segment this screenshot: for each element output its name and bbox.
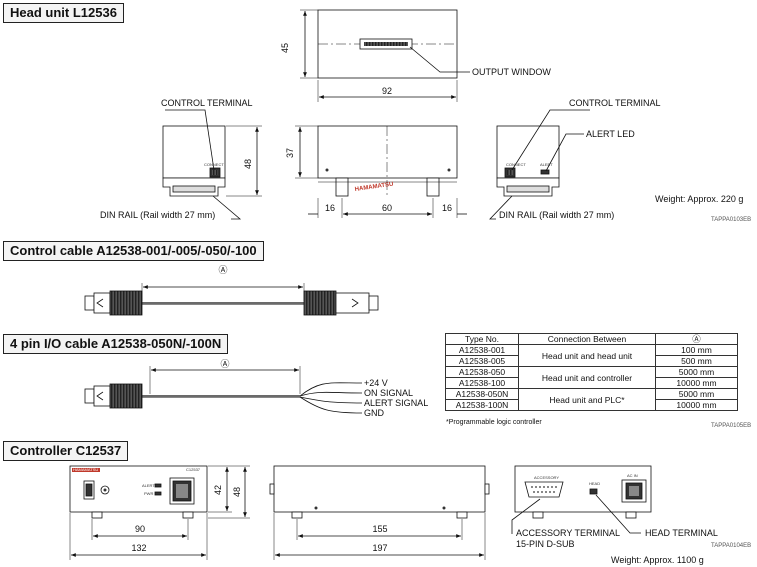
label-control-terminal-left: CONTROL TERMINAL [161, 98, 253, 108]
dim-head-left: 16 [325, 203, 335, 213]
section-title-io-cable: 4 pin I/O cable A12538-050N/-100N [3, 334, 229, 354]
controller-brand-strip [72, 468, 100, 472]
io-wire-on-signal: ON SIGNAL [364, 388, 413, 398]
dim-head-right: 16 [442, 203, 452, 213]
io-cable-length-marker: Ⓐ [220, 359, 229, 369]
controller-brand: HAMAMATSU [73, 467, 98, 472]
cell-type: A12538-100 [445, 377, 519, 389]
cell-length: 500 mm [655, 355, 738, 367]
label-dsub: 15-PIN D-SUB [516, 539, 575, 549]
section-title-control-cable: Control cable A12538-001/-005/-050/-100 [3, 241, 264, 261]
label-head-terminal: HEAD TERMINAL [645, 528, 718, 538]
controller-model: C12537 [186, 467, 201, 472]
control-cable-length-marker: Ⓐ [218, 265, 227, 275]
section-title-controller: Controller C12537 [3, 441, 129, 461]
cell-type: A12538-001 [445, 344, 519, 356]
table-row: A12538-050 Head unit and controller 5000… [445, 366, 738, 389]
cable-spec-table: Type No. Connection Between Ⓐ A12538-001… [445, 333, 738, 411]
head-unit-connect-label: CONNECT [204, 162, 224, 167]
head-unit-alert-label: ALERT [540, 162, 553, 167]
io-wire-gnd: GND [364, 408, 385, 418]
table-row: A12538-001 Head unit and head unit 100 m… [445, 344, 738, 367]
cell-length: 10000 mm [655, 377, 738, 389]
header-length: Ⓐ [655, 333, 738, 345]
section-title-head-unit: Head unit L12536 [3, 3, 124, 23]
controller-weight: Weight: Approx. 1100 g [611, 555, 704, 565]
head-unit-code: TAPPA0103EB [711, 217, 751, 223]
cell-length: 10000 mm [655, 399, 738, 411]
cell-length: 100 mm [655, 344, 738, 356]
label-control-terminal-right: CONTROL TERMINAL [569, 98, 661, 108]
header-type: Type No. [445, 333, 519, 345]
cell-connection: Head unit and head unit [518, 344, 656, 367]
label-alert-led: ALERT LED [586, 129, 635, 139]
dim-head-width: 92 [382, 86, 392, 96]
table-row: A12538-050N Head unit and PLC* 5000 mm [445, 388, 738, 411]
cell-length: 5000 mm [655, 388, 738, 400]
header-connection: Connection Between [518, 333, 656, 345]
dim-ctrl-front-inner: 90 [135, 524, 145, 534]
controller-alert-label: ALERT [142, 483, 155, 488]
controller-head-small: HEAD [589, 481, 600, 486]
dim-head-center: 60 [382, 203, 392, 213]
cell-connection: Head unit and PLC* [518, 388, 656, 411]
label-din-rail-right: DIN RAIL (Rail width 27 mm) [499, 210, 614, 220]
head-unit-right-view [496, 125, 560, 197]
dim-ctrl-side: 197 [372, 543, 387, 553]
label-din-rail-left: DIN RAIL (Rail width 27 mm) [100, 210, 215, 220]
head-unit-connect-label-right: CONNECT [506, 162, 526, 167]
io-wire-24v: +24 V [364, 378, 388, 388]
cell-type: A12538-005 [445, 355, 519, 367]
dim-ctrl-front-width: 132 [131, 543, 146, 553]
dim-head-height: 45 [280, 43, 290, 53]
cell-type: A12538-050 [445, 366, 519, 378]
spec-table-code: TAPPA0105EB [711, 423, 751, 429]
head-unit-left-view [162, 125, 226, 197]
dim-ctrl-side-inner: 155 [372, 524, 387, 534]
controller-code: TAPPA0104EB [711, 543, 751, 549]
cell-connection: Head unit and controller [518, 366, 656, 389]
controller-accessory-small: ACCESSORY [534, 475, 559, 480]
head-unit-brand: HAMAMATSU [354, 182, 393, 193]
control-cable-drawing [84, 290, 379, 316]
spec-table-footnote: *Programmable logic controller [446, 419, 542, 426]
head-unit-weight: Weight: Approx. 220 g [655, 194, 743, 204]
cell-type: A12538-050N [445, 388, 519, 400]
label-output-window: OUTPUT WINDOW [472, 67, 551, 77]
io-wire-alert-signal: ALERT SIGNAL [364, 398, 428, 408]
head-unit-top-view [317, 9, 458, 79]
dim-ctrl-height-inner: 42 [213, 485, 223, 495]
dim-head-front-height: 37 [285, 148, 295, 158]
table-row: A12538-100N 10000 mm [445, 399, 738, 411]
head-unit-front-view [317, 125, 458, 197]
controller-back-view [514, 465, 652, 519]
controller-front-view [69, 465, 208, 519]
controller-pwr-label: PWR [144, 491, 153, 496]
io-cable-drawing [84, 382, 363, 414]
cell-type: A12538-100N [445, 399, 519, 411]
dim-head-side-height: 48 [243, 159, 253, 169]
dsub-pins [531, 486, 557, 493]
controller-side-view [269, 465, 490, 519]
dim-ctrl-height: 48 [232, 487, 242, 497]
table-header-row: Type No. Connection Between Ⓐ [445, 333, 738, 345]
label-accessory-terminal: ACCESSORY TERMINAL [516, 528, 620, 538]
cell-length: 5000 mm [655, 366, 738, 378]
controller-acin-small: AC IN [627, 473, 638, 478]
